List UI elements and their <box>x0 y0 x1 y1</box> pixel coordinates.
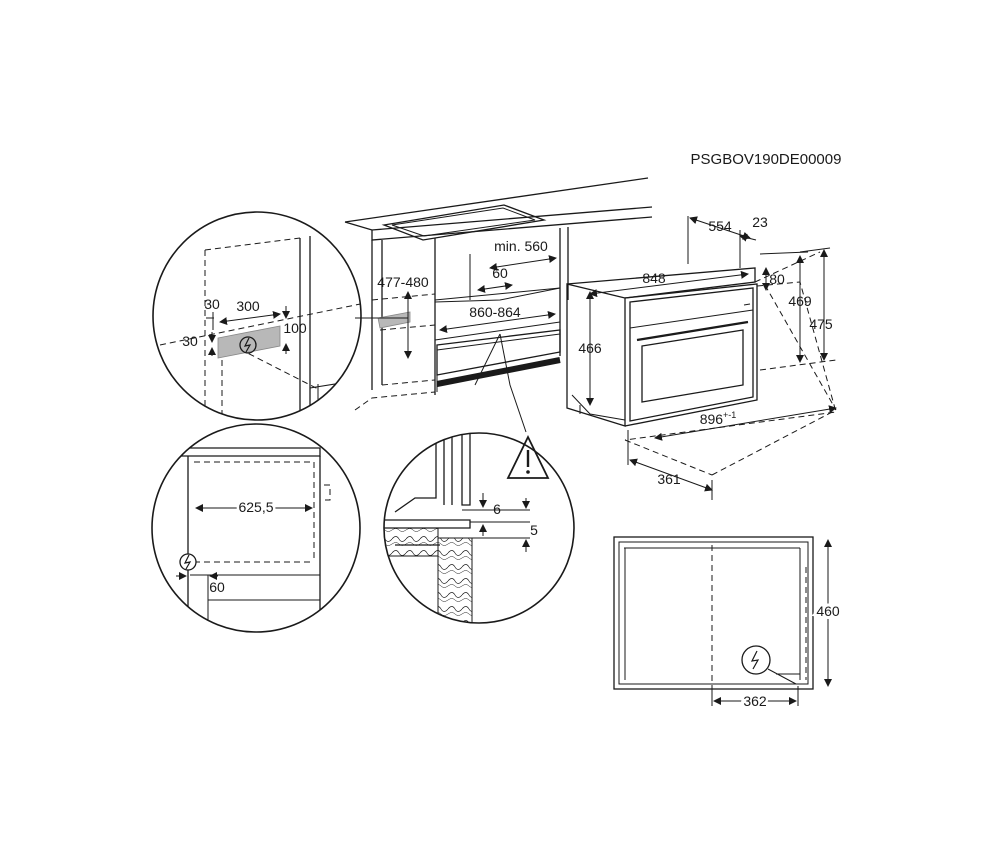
front-height-label: 466 <box>578 340 602 356</box>
side-inner-width-label: 625,5 <box>238 499 273 515</box>
back-height-label: 460 <box>816 603 840 619</box>
socket-height-label: 100 <box>283 320 307 336</box>
gap-bottom-label: 5 <box>530 522 538 538</box>
min-depth-label: min. 560 <box>494 238 548 254</box>
socket-offset-bottom-label: 30 <box>182 333 198 349</box>
front-width-label: 848 <box>642 270 666 286</box>
oven-depth-label: 554 <box>708 218 732 234</box>
niche-height-label: 477-480 <box>377 274 429 290</box>
niche-width-label: 860-864 <box>469 304 521 320</box>
body-height-label: 469 <box>788 293 812 309</box>
total-width-value: 896 <box>700 411 724 427</box>
back-view: 460 362 <box>613 536 843 712</box>
cabinet-dimensions: 477-480 min. 560 60 860-864 <box>377 238 557 433</box>
detail-gap-circle: 6 5 <box>383 432 575 624</box>
total-height-label: 475 <box>809 316 833 332</box>
rear-gap-label: 60 <box>492 265 508 281</box>
top-offset-label: 80 <box>769 271 785 287</box>
detail-socket-circle: 300 100 30 30 <box>152 211 408 421</box>
cable-length-label: 361 <box>657 471 681 487</box>
gap-top-label: 6 <box>493 501 501 517</box>
oven-perspective <box>566 251 837 476</box>
detail-side-circle: 625,5 60 <box>151 423 361 633</box>
side-rear-offset-label: 60 <box>209 579 225 595</box>
panel-thickness-label: 23 <box>752 214 768 230</box>
socket-offset-left-label: 30 <box>204 296 220 312</box>
total-width-label: 896+-1 <box>700 410 737 427</box>
total-width-tolerance: +-1 <box>723 410 736 420</box>
back-socket-offset-label: 362 <box>743 693 767 709</box>
oven-dimensions: 554 23 848 80 469 475 466 896+-1 361 <box>578 214 837 500</box>
socket-width-label: 300 <box>236 298 260 314</box>
model-code: PSGBOV190DE00009 <box>691 151 842 168</box>
